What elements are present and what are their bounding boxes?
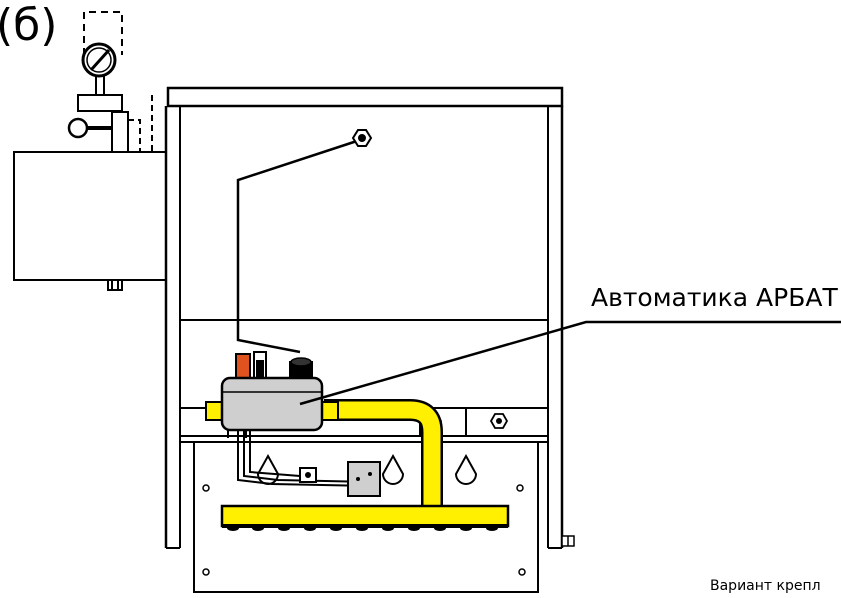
valve-fitting <box>67 94 153 153</box>
automation-unit <box>220 351 324 438</box>
callout-leader <box>299 320 841 406</box>
panel-screws <box>202 484 526 576</box>
burner-nozzles <box>227 525 498 531</box>
side-box-bolt <box>107 279 123 291</box>
pilot-tubes <box>237 430 373 487</box>
pilot-block <box>347 461 381 497</box>
figure-label: (б) <box>0 0 58 51</box>
caption-text: Вариант крепл <box>710 578 821 594</box>
burner-bar <box>220 504 510 528</box>
gas-valve-icon <box>299 467 317 483</box>
side-box <box>13 151 167 281</box>
pressure-gauge-icon <box>81 11 123 96</box>
hex-nut-icon <box>489 413 509 429</box>
callout-label: Автоматика АРБАТ <box>591 283 838 312</box>
hex-nut-icon <box>351 129 373 147</box>
capillary-line <box>236 138 361 354</box>
boiler-body <box>164 86 575 549</box>
